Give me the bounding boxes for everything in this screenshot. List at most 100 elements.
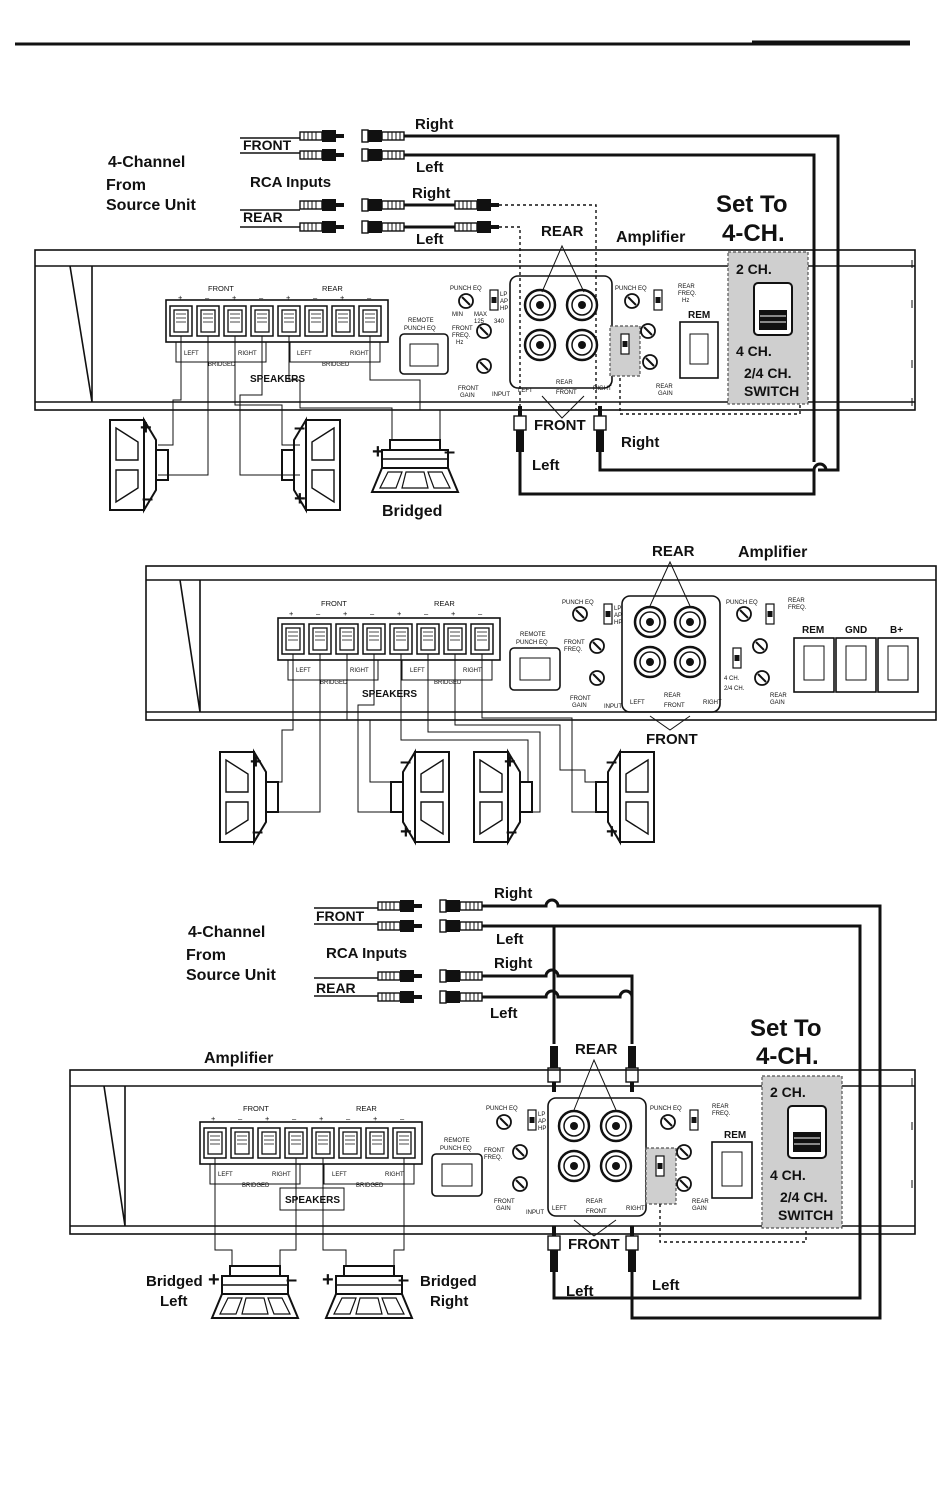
rem-terminal-2 [793, 637, 835, 693]
svg-text:PUNCH EQ: PUNCH EQ [615, 286, 647, 292]
svg-text:REAR: REAR [586, 1199, 603, 1205]
svg-text:HP: HP [500, 306, 508, 312]
svg-text:PUNCH EQ: PUNCH EQ [726, 600, 758, 606]
label-amplifier-2: Amplifier [738, 544, 807, 561]
svg-text:BRIDGED: BRIDGED [322, 362, 350, 368]
label-amplifier-1: Amplifier [616, 229, 685, 246]
svg-text:INPUT: INPUT [526, 1210, 544, 1216]
svg-text:2/4 CH.: 2/4 CH. [780, 1189, 827, 1205]
svg-text:FRONT: FRONT [586, 1209, 607, 1215]
svg-text:–: – [424, 609, 429, 618]
svg-text:4-Channel: 4-Channel [188, 924, 265, 941]
svg-text:FRONT: FRONT [452, 326, 473, 332]
svg-text:RCA Inputs: RCA Inputs [326, 945, 407, 962]
svg-text:FRONT: FRONT [243, 1104, 269, 1113]
svg-text:RIGHT: RIGHT [350, 668, 369, 674]
svg-text:PUNCH EQ: PUNCH EQ [404, 326, 436, 332]
svg-text:+: + [451, 609, 456, 618]
label-from: From [106, 177, 146, 194]
svg-text:Left: Left [652, 1277, 680, 1294]
svg-text:REM: REM [724, 1130, 746, 1141]
svg-text:Right: Right [494, 955, 532, 972]
svg-text:SWITCH: SWITCH [744, 383, 799, 399]
svg-text:–: – [398, 1269, 409, 1291]
label-rca-inputs: RCA Inputs [250, 174, 331, 191]
svg-text:FRONT: FRONT [556, 390, 577, 396]
svg-text:FREQ.: FREQ. [678, 291, 697, 297]
label-bridged-1: Bridged [382, 503, 442, 520]
svg-text:BRIDGED: BRIDGED [434, 680, 462, 686]
svg-text:–: – [259, 293, 264, 302]
svg-text:REAR: REAR [770, 693, 787, 699]
svg-text:–: – [205, 293, 210, 302]
svg-text:–: – [400, 751, 411, 773]
rem-terminal-1 [679, 321, 719, 379]
svg-text:GAIN: GAIN [496, 1206, 511, 1212]
svg-text:Hz: Hz [682, 298, 689, 304]
bplus-terminal-2 [877, 637, 919, 693]
label-front-jacks-3: FRONT [568, 1236, 620, 1253]
svg-text:LP: LP [614, 606, 621, 612]
svg-text:HP: HP [538, 1126, 546, 1132]
svg-text:4 CH.: 4 CH. [724, 676, 740, 682]
svg-text:FRONT: FRONT [484, 1148, 505, 1154]
remote-punch-eq-port-3 [431, 1153, 483, 1197]
svg-text:REAR: REAR [356, 1104, 377, 1113]
svg-text:REAR: REAR [664, 693, 681, 699]
label-rear-jacks-1: REAR [541, 223, 584, 240]
diagram-2-four-speakers: REAR Amplifier FRONT REAR +–+– +–+– LEFT… [145, 543, 937, 843]
svg-text:FREQ.: FREQ. [564, 647, 583, 653]
svg-text:RIGHT: RIGHT [463, 668, 482, 674]
svg-text:LEFT: LEFT [518, 388, 533, 394]
svg-text:PUNCH EQ: PUNCH EQ [440, 1146, 472, 1152]
svg-text:REM: REM [688, 310, 710, 321]
label-amplifier-3: Amplifier [204, 1050, 273, 1067]
svg-text:Left: Left [496, 931, 524, 948]
svg-text:BRIDGED: BRIDGED [208, 362, 236, 368]
svg-text:REMOTE: REMOTE [444, 1138, 470, 1144]
svg-text:+: + [319, 1114, 324, 1123]
label-front-jacks-2: FRONT [646, 731, 698, 748]
svg-text:2/4 CH.: 2/4 CH. [744, 365, 791, 381]
rem-terminal-3 [711, 1141, 753, 1199]
svg-text:REMOTE: REMOTE [408, 318, 434, 324]
label-source-unit: Source Unit [106, 197, 196, 214]
svg-text:MIN: MIN [452, 312, 463, 318]
svg-text:FRONT: FRONT [570, 696, 591, 702]
svg-text:PUNCH EQ: PUNCH EQ [450, 286, 482, 292]
terminal-block-1 [169, 305, 382, 337]
svg-text:2/4 CH.: 2/4 CH. [724, 686, 745, 692]
svg-text:125: 125 [474, 319, 485, 325]
svg-text:–: – [238, 1114, 243, 1123]
svg-text:+: + [373, 1114, 378, 1123]
svg-text:–: – [346, 1114, 351, 1123]
svg-text:2 CH.: 2 CH. [770, 1084, 806, 1100]
svg-text:BRIDGED: BRIDGED [320, 680, 348, 686]
svg-text:FRONT: FRONT [564, 640, 585, 646]
label-set-to-1: Set To [716, 191, 788, 218]
svg-text:REAR: REAR [656, 384, 673, 390]
svg-text:Source Unit: Source Unit [186, 967, 276, 984]
svg-text:PUNCH EQ: PUNCH EQ [516, 640, 548, 646]
svg-text:AP: AP [614, 613, 622, 619]
remote-punch-eq-port-2 [509, 647, 561, 691]
svg-text:REAR: REAR [678, 284, 695, 290]
svg-text:2 CH.: 2 CH. [736, 261, 772, 277]
terminal-block-2 [281, 623, 494, 655]
svg-text:4 CH.: 4 CH. [736, 343, 772, 359]
label-right-1: Right [415, 116, 453, 133]
svg-text:REAR: REAR [575, 1041, 618, 1058]
terminal-block-3 [203, 1127, 416, 1159]
label-left-2: Left [416, 231, 444, 248]
svg-text:–: – [313, 293, 318, 302]
svg-text:–: – [606, 751, 617, 773]
svg-text:MAX: MAX [474, 312, 487, 318]
svg-text:FRONT: FRONT [316, 908, 365, 924]
svg-text:+: + [250, 751, 262, 773]
svg-text:LEFT: LEFT [218, 1172, 233, 1178]
label-bridged-right-2: Right [430, 1293, 468, 1310]
svg-text:Right: Right [494, 885, 532, 902]
svg-text:REAR: REAR [692, 1199, 709, 1205]
svg-text:GAIN: GAIN [770, 700, 785, 706]
